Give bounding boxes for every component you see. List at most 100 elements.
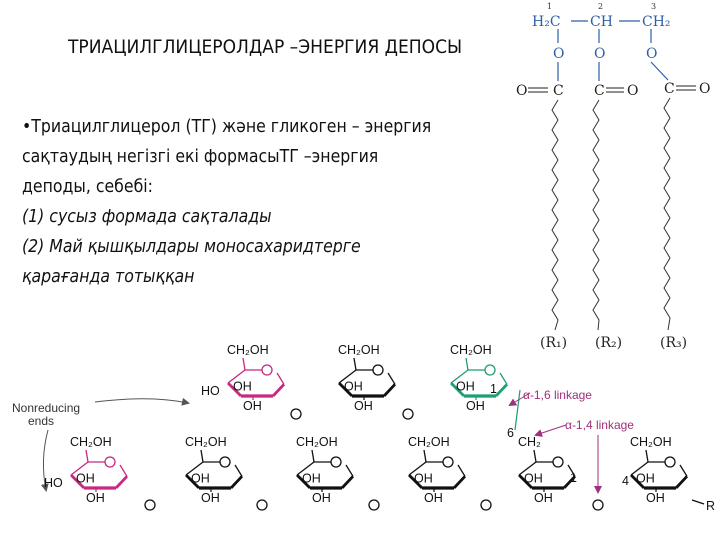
nonreducing-label-2: ends [28, 414, 54, 428]
glycosidic-oxygen [368, 499, 380, 511]
bond [674, 475, 689, 489]
bond [691, 499, 705, 505]
bond [227, 382, 242, 397]
ch2oh-label: CH₂OH [227, 343, 269, 357]
bond [70, 474, 85, 489]
carbon-number-3: 3 [651, 2, 656, 11]
fatty-acid-chain-2 [592, 99, 600, 331]
nonreducing-label-1: Nonreducing [12, 401, 80, 415]
ester-oxygen-1: O [553, 46, 564, 62]
oh-label: OH [354, 399, 373, 413]
bond [450, 382, 465, 397]
r-group-3: (R₃) [660, 335, 687, 351]
glycosidic-oxygen [144, 499, 156, 511]
body-line-2: сақтаудың негізгі екі формасыТГ –энергия [22, 147, 379, 167]
glycosidic-oxygen [402, 408, 414, 420]
glycerol-carbon-3: CH₂ [642, 14, 671, 30]
bond [229, 475, 244, 489]
bond [494, 383, 509, 397]
carbonyl-carbon-2: C [594, 83, 605, 99]
bond [645, 449, 649, 463]
bond [630, 474, 645, 489]
bond [242, 357, 246, 371]
ring-oxygen [219, 456, 231, 468]
ring-oxygen [664, 456, 676, 468]
bond [276, 372, 285, 385]
bond [338, 369, 357, 384]
oh-label: OH [233, 379, 252, 393]
bond [518, 461, 537, 476]
carbonyl-carbon-3: C [664, 81, 675, 97]
bond [353, 357, 357, 371]
ch2oh-label: CH₂OH [185, 435, 227, 449]
bond [514, 389, 521, 431]
oh-label: OH [646, 491, 665, 505]
ho-label: HO [201, 384, 220, 398]
ring-oxygen [484, 364, 496, 376]
bond [345, 464, 354, 477]
bond [227, 369, 246, 384]
ring-oxygen [552, 456, 564, 468]
carbonyl-oxygen-1: O [516, 83, 527, 99]
bond [499, 372, 508, 385]
reason-2: (2) Май қышқылдары моносахаридтерге [22, 237, 361, 257]
ch2oh-label: CH₂OH [450, 343, 492, 357]
oh-label: OH [191, 471, 210, 485]
bond [234, 464, 243, 477]
ch2oh-label: CH₂OH [630, 435, 672, 449]
bond [457, 464, 466, 477]
bond [423, 449, 427, 463]
bond [533, 449, 537, 463]
carbon-number: 6 [507, 426, 514, 440]
glucose-rings: CH₂OH OH OH HO CH₂OH OH OH CH₂OH OH OH CH₂OH OH OH HO… [44, 343, 715, 513]
r-group-1: (R₁) [540, 335, 567, 351]
carbon-number-2: 2 [598, 2, 603, 11]
bond [562, 475, 577, 489]
glycosidic-oxygen [256, 499, 268, 511]
ring-oxygen [442, 456, 454, 468]
ester-oxygen-3: O [646, 46, 657, 62]
oh-label: OH [243, 399, 262, 413]
reducing-end-r: R [706, 499, 715, 513]
carbon-number: 4 [622, 474, 629, 488]
bond [200, 449, 204, 463]
ester-oxygen-2: O [594, 46, 605, 62]
fatty-acid-chain-3 [663, 97, 671, 331]
glycerol-carbon-2: CH [590, 14, 613, 30]
bond [408, 461, 427, 476]
ring-oxygen [372, 364, 384, 376]
glycosidic-oxygen [480, 499, 492, 511]
bond [408, 474, 423, 489]
r-group-2: (R₂) [595, 335, 622, 351]
body-line-3: деподы, себебі: [22, 177, 153, 197]
oh-label: OH [456, 379, 475, 393]
bond [271, 383, 286, 397]
alpha-1-4-linkage-label: α-1,4 linkage [565, 418, 634, 432]
carbon-number: 1 [570, 471, 577, 485]
oh-label: OH [636, 471, 655, 485]
ch2oh-label: CH₂OH [408, 435, 450, 449]
bond [85, 449, 89, 463]
carbonyl-oxygen-3: O [699, 81, 710, 97]
carbonyl-oxygen-2: O [627, 83, 638, 99]
oh-label: OH [312, 491, 331, 505]
bond [185, 461, 204, 476]
fatty-acid-chain-1 [551, 99, 559, 331]
oh-label: OH [344, 379, 363, 393]
ring-oxygen [261, 364, 273, 376]
bond [450, 369, 469, 384]
bond [311, 449, 315, 463]
oh-label: OH [86, 491, 105, 505]
ho-label: HO [44, 476, 63, 490]
bond [679, 464, 688, 477]
slide-body: •Триацилглицерол (ТГ) және гликоген – эн… [22, 112, 492, 292]
oh-label: OH [414, 471, 433, 485]
alpha-1-6-linkage-label: α-1,6 linkage [523, 388, 592, 402]
reason-1: (1) сусыз формада сақталады [22, 207, 272, 227]
bond [518, 474, 533, 489]
bond [452, 475, 467, 489]
ch2oh-label: CH₂OH [338, 343, 380, 357]
bond [296, 474, 311, 489]
